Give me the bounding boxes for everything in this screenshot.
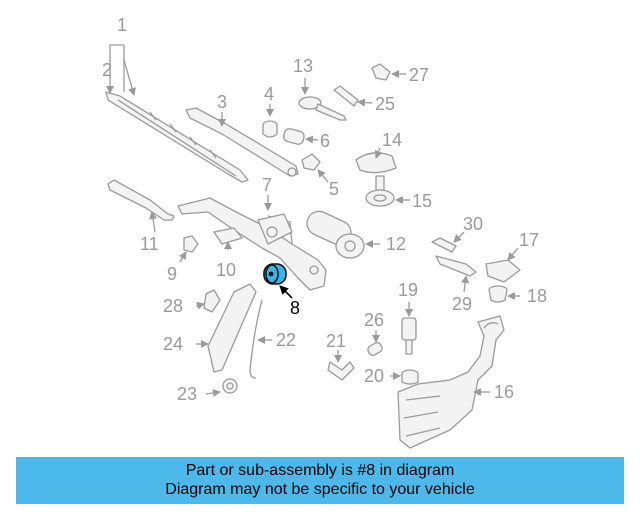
pump-bracket-part-13 — [298, 78, 347, 121]
callout-17[interactable]: 17 — [519, 230, 539, 250]
seal-part-20 — [390, 369, 419, 385]
linkage-part-25 — [333, 85, 373, 107]
callout-8[interactable]: 8 — [290, 298, 300, 318]
washer-reservoir-part-16 — [397, 315, 505, 449]
callout-22[interactable]: 22 — [276, 330, 296, 350]
callout-24[interactable]: 24 — [163, 334, 183, 354]
hose-elbow-part-21 — [327, 350, 355, 381]
pump-mount-part-17 — [485, 247, 521, 283]
callout-6[interactable]: 6 — [320, 131, 330, 151]
callout-14[interactable]: 14 — [382, 130, 402, 150]
callout-18[interactable]: 18 — [527, 286, 547, 306]
grommet-part-15 — [365, 175, 410, 207]
wiper-arm-part — [185, 107, 299, 177]
callout-15[interactable]: 15 — [412, 191, 432, 211]
callout-11[interactable]: 11 — [140, 234, 159, 254]
wiper-blade-part — [105, 44, 249, 183]
clip-part-28 — [195, 289, 221, 313]
callout-20[interactable]: 20 — [364, 366, 384, 386]
callout-9[interactable]: 9 — [167, 264, 177, 284]
callout-26[interactable]: 26 — [364, 310, 384, 330]
cap-part-6 — [283, 128, 319, 145]
banner-line-part-number: Part or sub-assembly is #8 in diagram — [185, 462, 455, 479]
callout-16[interactable]: 16 — [494, 382, 514, 402]
callout-28[interactable]: 28 — [163, 296, 183, 316]
callout-7[interactable]: 7 — [262, 175, 272, 195]
bushing-part-10 — [213, 227, 243, 250]
callout-29[interactable]: 29 — [452, 294, 472, 314]
connector-part-27 — [371, 63, 406, 81]
info-banner: Part or sub-assembly is #8 in diagram Di… — [16, 457, 624, 504]
callout-2[interactable]: 2 — [102, 60, 112, 80]
callout-10[interactable]: 10 — [216, 260, 236, 280]
linkage-frame-part-7 — [177, 195, 327, 291]
callout-1[interactable]: 1 — [117, 15, 127, 35]
parts-diagram: 1 2 3 4 5 6 7 8 9 10 11 12 13 14 15 16 1… — [102, 15, 547, 449]
washer-pump-part-19 — [401, 302, 417, 355]
callout-4[interactable]: 4 — [264, 84, 274, 104]
bracket-part-24 — [196, 283, 257, 373]
bracket-part-30 — [431, 231, 465, 253]
callout-13[interactable]: 13 — [293, 56, 313, 76]
nozzle-part-29 — [435, 255, 477, 293]
wiper-motor-part-12 — [306, 210, 380, 259]
grommet-part-23 — [205, 378, 238, 397]
callout-23[interactable]: 23 — [177, 384, 197, 404]
grommet-part-26 — [367, 330, 383, 357]
cover-part-14 — [355, 147, 397, 174]
washer-hose-part-22 — [249, 299, 272, 379]
callout-19[interactable]: 19 — [398, 280, 418, 300]
banner-line-disclaimer: Diagram may not be specific to your vehi… — [165, 481, 475, 498]
callout-25[interactable]: 25 — [375, 94, 395, 114]
callout-3[interactable]: 3 — [217, 92, 227, 112]
callout-12[interactable]: 12 — [386, 234, 406, 254]
clip-part-9 — [178, 235, 199, 263]
bushing-part-8-highlighted — [263, 263, 293, 299]
callout-30[interactable]: 30 — [463, 214, 483, 234]
cap-part-18 — [488, 285, 520, 303]
washer-hose-part-11 — [107, 179, 175, 233]
callout-27[interactable]: 27 — [409, 65, 429, 85]
callout-21[interactable]: 21 — [326, 331, 346, 351]
callout-5[interactable]: 5 — [329, 179, 339, 199]
callout-labels: 1 2 3 4 5 6 7 8 9 10 11 12 13 14 15 16 1… — [102, 15, 547, 404]
nut-part-4 — [262, 104, 278, 138]
clip-part-5 — [301, 153, 329, 183]
